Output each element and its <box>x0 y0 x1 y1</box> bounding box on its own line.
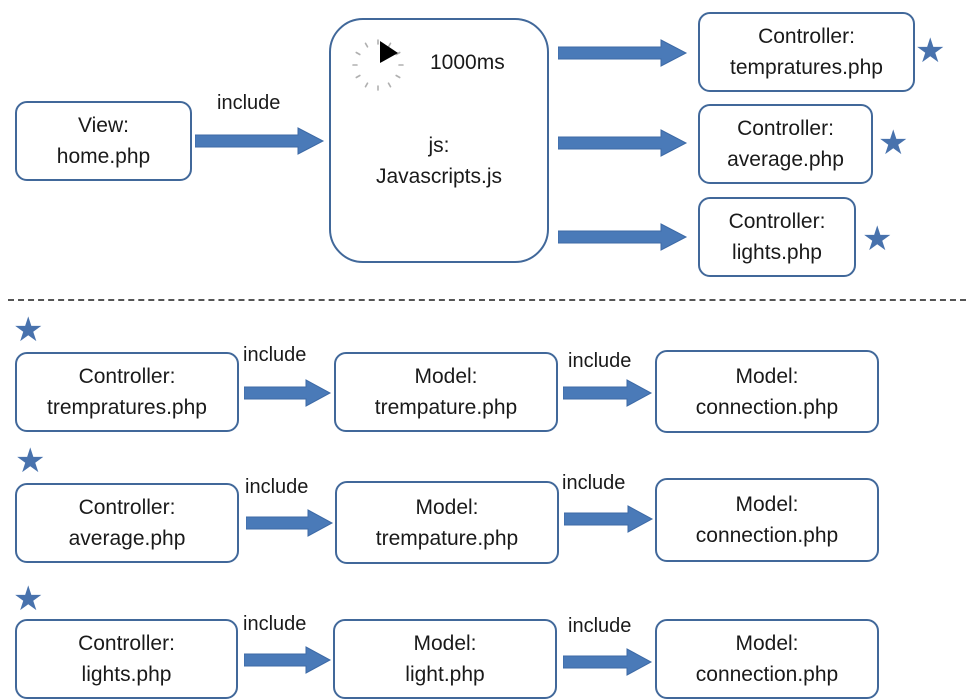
timer-label: 1000ms <box>430 51 505 74</box>
row1-arrow-1 <box>244 379 332 407</box>
row1-connection-line2: connection.php <box>695 395 839 419</box>
row3-model-box: Model: light.php <box>333 619 557 699</box>
row1-model-line2: trempature.php <box>374 396 518 419</box>
controller-average-box: Controller: average.php <box>698 104 873 184</box>
view-home-line2: home.php <box>56 145 151 168</box>
star-icon: ★ <box>13 311 44 349</box>
row3-controller-box: Controller: lights.php <box>15 619 238 699</box>
js-box: js: Javascripts.js <box>329 18 549 263</box>
row2-model-line2: trempature.php <box>375 526 519 550</box>
row2-model-line1: Model: <box>415 495 479 519</box>
row2-include-label-1: include <box>245 476 309 498</box>
star-icon: ★ <box>915 32 946 70</box>
row2-arrow-1 <box>246 509 334 537</box>
row2-arrow-2 <box>564 505 654 533</box>
arrow-js-to-controller-2 <box>558 129 688 157</box>
row3-arrow-2 <box>563 648 653 676</box>
row3-include-label-1: include <box>243 613 307 635</box>
row3-connection-line2: connection.php <box>695 663 839 686</box>
js-line2: Javascripts.js <box>375 164 503 188</box>
row1-controller-line1: Controller: <box>78 365 176 388</box>
timer-icon <box>352 39 404 91</box>
row3-controller-line1: Controller: <box>78 632 175 655</box>
row1-model-box: Model: trempature.php <box>334 352 558 432</box>
controller-lights-box: Controller: lights.php <box>698 197 856 277</box>
row3-model-line1: Model: <box>413 632 477 655</box>
row1-connection-line1: Model: <box>735 364 799 388</box>
row1-controller-line2: trempratures.php <box>47 396 207 419</box>
row2-connection-line1: Model: <box>735 493 799 516</box>
arrow-js-to-controller-1 <box>558 39 688 67</box>
arrow-js-to-controller-3 <box>558 223 688 251</box>
row1-connection-box: Model: connection.php <box>655 350 879 433</box>
star-icon: ★ <box>15 442 46 480</box>
row2-controller-box: Controller: average.php <box>15 483 239 563</box>
row2-controller-line2: average.php <box>68 527 186 550</box>
section-divider <box>8 299 966 301</box>
row1-arrow-2 <box>563 379 653 407</box>
include-label-top: include <box>217 92 281 114</box>
row3-controller-line2: lights.php <box>81 663 172 686</box>
arrow-view-to-js <box>195 127 325 155</box>
star-icon: ★ <box>13 580 44 618</box>
row2-controller-line1: Controller: <box>78 496 176 519</box>
js-line1: js: <box>428 133 450 157</box>
row2-model-box: Model: trempature.php <box>335 481 559 564</box>
controller-average-line2: average.php <box>727 148 844 171</box>
controller-lights-line1: Controller: <box>728 210 826 233</box>
row2-include-label-2: include <box>562 472 626 494</box>
star-icon: ★ <box>878 124 909 162</box>
row2-connection-box: Model: connection.php <box>655 478 879 562</box>
controller-tempratures-box: Controller: tempratures.php <box>698 12 915 92</box>
controller-average-line1: Controller: <box>737 117 834 140</box>
row3-connection-line1: Model: <box>735 632 799 655</box>
controller-tempratures-line2: tempratures.php <box>730 56 883 79</box>
controller-lights-line2: lights.php <box>732 241 822 264</box>
row1-controller-box: Controller: trempratures.php <box>15 352 239 432</box>
row1-include-label-2: include <box>568 350 632 372</box>
row2-connection-line2: connection.php <box>695 524 839 547</box>
row3-model-line2: light.php <box>405 663 485 686</box>
star-icon: ★ <box>862 220 893 258</box>
row3-arrow-1 <box>244 646 332 674</box>
row3-include-label-2: include <box>568 615 632 637</box>
row1-model-line1: Model: <box>414 365 478 388</box>
view-home-box: View: home.php <box>15 101 192 181</box>
row1-include-label-1: include <box>243 344 307 366</box>
controller-tempratures-line1: Controller: <box>758 25 855 48</box>
view-home-line1: View: <box>78 114 129 137</box>
row3-connection-box: Model: connection.php <box>655 619 879 699</box>
